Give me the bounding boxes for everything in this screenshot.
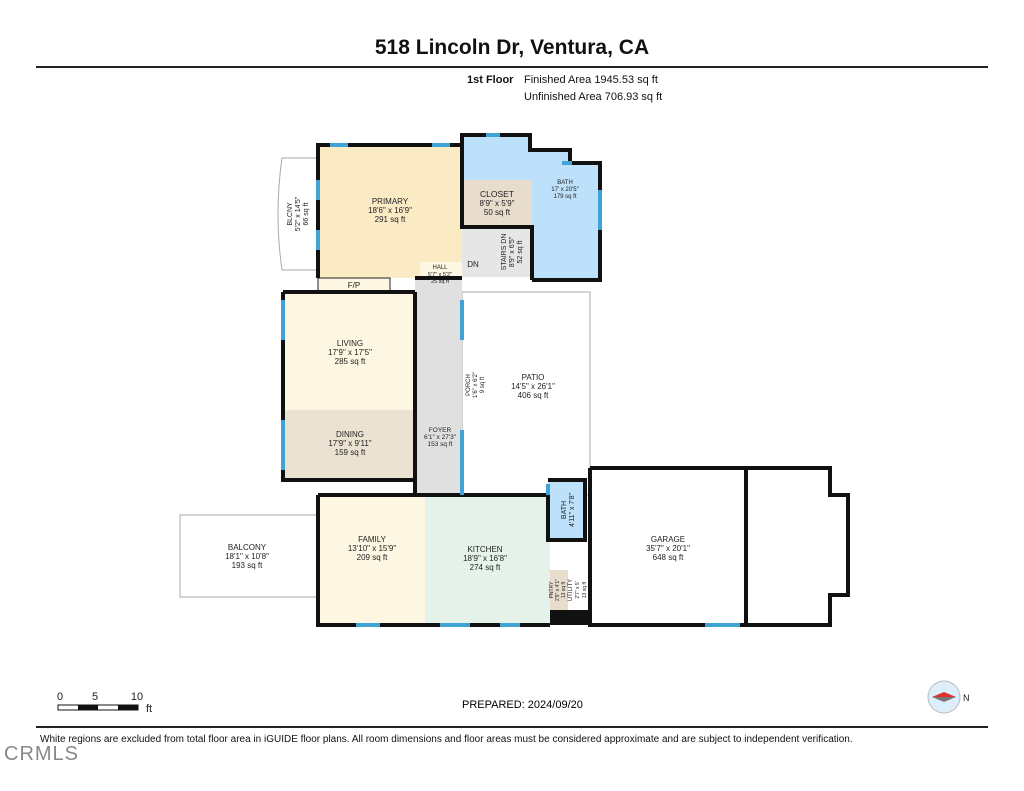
label-hall: HALL <box>432 265 448 271</box>
dims-utility: 2'7" x 5' <box>575 581 581 598</box>
dims-bath: 17' x 20'5" <box>551 187 578 193</box>
room-garage <box>590 468 830 625</box>
room-foyer <box>415 278 462 495</box>
area-foyer: 153 sq ft <box>428 441 453 448</box>
area-summary: 1st Floor Finished Area 1945.53 sq ft Unf… <box>467 72 662 106</box>
label-porch: PORCH <box>466 374 472 396</box>
area-patio: 406 sq ft <box>518 391 549 400</box>
area-balcony: 193 sq ft <box>232 561 263 570</box>
label-dn: DN <box>467 260 479 269</box>
footer-divider <box>36 726 988 728</box>
room-balcony <box>179 514 319 598</box>
page-title: 518 Lincoln Dr, Ventura, CA <box>374 36 650 59</box>
label-dining: DINING <box>336 430 364 439</box>
dims-garage: 35'7" x 20'1" <box>646 544 690 553</box>
label-closet: CLOSET <box>480 189 514 199</box>
prepared-date: PREPARED: 2024/09/20 <box>462 699 583 711</box>
area-living: 285 sq ft <box>335 357 366 366</box>
room-living <box>283 292 415 410</box>
label-patio: PATIO <box>522 373 545 382</box>
label-primary: PRIMARY <box>372 197 409 206</box>
area-dining: 159 sq ft <box>335 448 366 457</box>
area-hall: 25 sq ft <box>431 279 450 285</box>
room-family <box>318 495 425 625</box>
dims-dining: 17'9" x 9'11" <box>328 439 371 448</box>
scale-label-0: 0 <box>57 691 63 703</box>
area-kitchen: 274 sq ft <box>470 563 501 572</box>
floor-label: 1st Floor <box>467 74 514 86</box>
scale-label-5: 5 <box>92 691 98 703</box>
area-garage: 648 sq ft <box>653 553 684 562</box>
area-stairs: 52 sq ft <box>517 240 524 263</box>
room-bcony <box>277 157 319 271</box>
compass-icon: N <box>927 680 970 714</box>
crmls-logo: CRMLS <box>4 743 80 765</box>
area-porch: 9 sq ft <box>480 376 486 393</box>
dims-bath-2: 4'11" x 7'8" <box>569 492 576 526</box>
dims-bcony: 5'2" x 14'5" <box>295 196 302 231</box>
room-primary <box>318 145 462 278</box>
cabinet <box>550 610 590 625</box>
label-garage: GARAGE <box>651 535 685 544</box>
area-bath: 179 sq ft <box>553 194 576 200</box>
label-stairs: STAIRS DN <box>501 234 508 271</box>
label-family: FAMILY <box>358 535 387 544</box>
dims-closet: 8'9" x 5'9" <box>480 199 515 208</box>
dims-family: 13'10" x 15'9" <box>348 544 396 553</box>
unfinished-area: Unfinished Area 706.93 sq ft <box>524 91 663 103</box>
area-utility: 13 sq ft <box>582 581 588 598</box>
label-balcony: BALCONY <box>228 543 267 552</box>
finished-area: Finished Area 1945.53 sq ft <box>524 74 658 86</box>
windows <box>281 133 740 627</box>
area-bcony: 66 sq ft <box>303 202 310 225</box>
compass-north-label: N <box>963 693 970 703</box>
label-fireplace: F/P <box>348 281 360 290</box>
label-foyer: FOYER <box>429 427 452 434</box>
area-closet: 50 sq ft <box>484 208 511 217</box>
dims-living: 17'9" x 17'5" <box>328 348 372 357</box>
disclaimer: White regions are excluded from total fl… <box>40 734 853 745</box>
room-bath-2 <box>548 480 585 540</box>
label-bath-2: BATH <box>561 501 568 519</box>
label-living: LIVING <box>337 339 363 348</box>
dims-hall: 5'7" x 5'2" <box>428 272 452 278</box>
scale-unit: ft <box>146 703 152 715</box>
room-patio <box>461 291 591 496</box>
dims-porch: 1'6" x 6'2" <box>473 372 479 398</box>
dims-pantry: 2'9" x 4'1" <box>555 579 561 601</box>
label-bcony: BLCNY <box>287 202 294 226</box>
dims-foyer: 6'1" x 27'3" <box>424 434 457 441</box>
room-hall <box>420 262 462 278</box>
room-pantry <box>550 570 568 610</box>
room-closet <box>462 180 532 227</box>
room-dining <box>283 410 415 480</box>
scale-bar: 0 5 10 ft <box>57 691 152 715</box>
dims-stairs: 8'9" x 6'5" <box>509 236 516 267</box>
label-bath: BATH <box>557 180 573 186</box>
label-pantry: PNTRY <box>549 581 555 599</box>
area-pantry: 13 sq ft <box>561 581 567 598</box>
area-family: 209 sq ft <box>357 553 388 562</box>
title-divider <box>36 66 988 68</box>
walls <box>281 133 850 627</box>
dims-kitchen: 18'9" x 16'8" <box>463 554 507 563</box>
dims-primary: 18'6" x 16'9" <box>368 206 412 215</box>
room-stairs <box>462 227 532 277</box>
dims-balcony: 18'1" x 10'8" <box>225 552 269 561</box>
label-kitchen: KITCHEN <box>467 545 502 554</box>
area-primary: 291 sq ft <box>375 215 406 224</box>
dims-patio: 14'5" x 26'1" <box>511 382 555 391</box>
label-utility: UTILITY <box>568 579 574 601</box>
scale-label-10: 10 <box>131 691 143 703</box>
room-kitchen <box>425 495 550 625</box>
